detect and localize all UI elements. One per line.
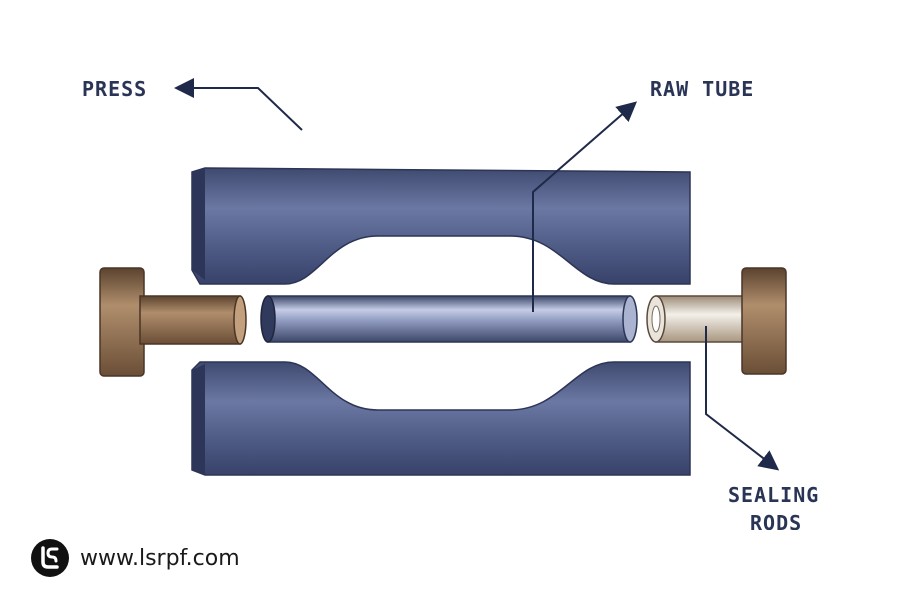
hydroforming-diagram: PRESS RAW TUBE SEALING RODS	[82, 77, 819, 530]
raw-tube-label: RAW TUBE	[650, 77, 754, 101]
left-sealing-rod	[99, 267, 247, 377]
right-sealing-rod	[646, 267, 787, 375]
sealing-rods-label-line2: RODS	[750, 511, 802, 530]
lsrpf-logo-icon	[31, 539, 69, 577]
raw-tube	[260, 295, 638, 343]
sealing-rods-label-line1: SEALING	[728, 483, 819, 507]
raw-tube-leader-line	[532, 101, 638, 312]
lower-die	[191, 361, 691, 476]
press-label: PRESS	[82, 77, 147, 101]
website-url[interactable]: www.lsrpf.com	[80, 545, 240, 571]
footer: www.lsrpf.com	[30, 538, 240, 578]
upper-die	[191, 167, 691, 285]
press-leader-line	[174, 78, 303, 131]
sealing-rods-leader-line	[705, 326, 780, 471]
